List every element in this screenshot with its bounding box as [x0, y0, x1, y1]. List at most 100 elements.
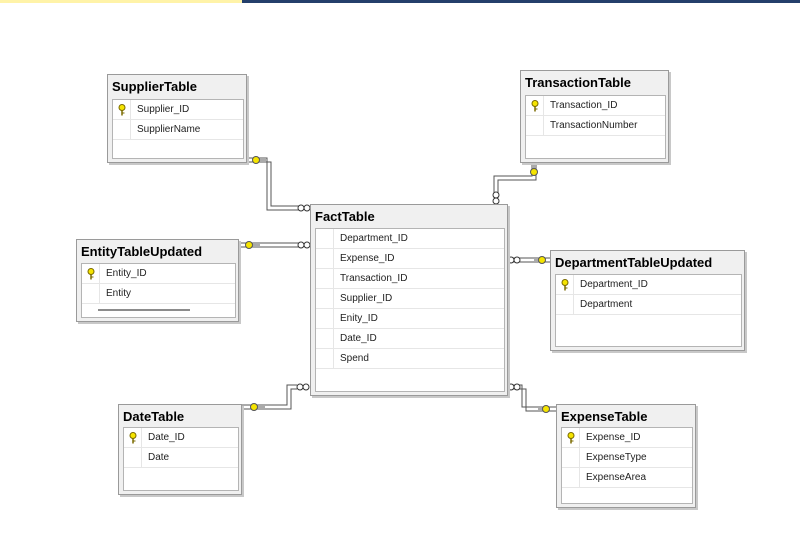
column-name: Supplier_ID [340, 293, 393, 304]
infinity-end-icon [507, 383, 521, 391]
rel-supplier-fact [246, 157, 300, 211]
row-gutter [562, 468, 580, 487]
table-transaction[interactable]: TransactionTable Transaction_ID Transact… [520, 70, 669, 163]
column-row[interactable]: SupplierName [113, 120, 243, 140]
horizontal-scrollbar[interactable] [98, 309, 190, 311]
row-gutter [316, 349, 334, 368]
infinity-end-icon [297, 241, 311, 249]
column-row[interactable]: TransactionNumber [526, 116, 665, 136]
column-row[interactable]: Supplier_ID [316, 289, 504, 309]
table-department[interactable]: DepartmentTableUpdated Department_ID Dep… [550, 250, 745, 351]
table-title: TransactionTable [525, 75, 631, 90]
column-name: Spend [340, 353, 369, 364]
column-grid: Date_ID Date [123, 427, 239, 491]
column-row[interactable]: ExpenseArea [562, 468, 692, 488]
row-gutter [124, 448, 142, 467]
table-title: DateTable [123, 409, 185, 424]
window-top-bar [242, 0, 800, 3]
column-name: Transaction_ID [550, 100, 618, 111]
key-end-icon [538, 405, 550, 413]
table-supplier[interactable]: SupplierTable Supplier_ID SupplierName [107, 74, 247, 163]
infinity-end-icon [492, 191, 500, 205]
column-name: Transaction_ID [340, 273, 408, 284]
row-gutter [82, 264, 100, 283]
column-grid: Expense_ID ExpenseType ExpenseArea [561, 427, 693, 504]
table-title: DepartmentTableUpdated [555, 255, 713, 270]
rel-date-fact [242, 384, 297, 410]
window-top-accent [0, 0, 242, 3]
table-title: EntityTableUpdated [81, 244, 203, 259]
key-icon [561, 279, 569, 291]
key-end-icon [250, 403, 265, 411]
infinity-end-icon [297, 204, 311, 212]
column-row[interactable]: Department_ID [316, 229, 504, 249]
row-gutter [316, 289, 334, 308]
key-icon [129, 432, 137, 444]
row-gutter [556, 295, 574, 314]
table-title: FactTable [315, 209, 375, 224]
column-row[interactable]: Date_ID [124, 428, 238, 448]
row-gutter [124, 428, 142, 447]
column-row[interactable]: Supplier_ID [113, 100, 243, 120]
row-gutter [562, 448, 580, 467]
column-name: Enity_ID [340, 313, 378, 324]
row-gutter [316, 329, 334, 348]
column-name: Department_ID [580, 279, 648, 290]
column-grid: Supplier_ID SupplierName [112, 99, 244, 159]
column-row[interactable]: Transaction_ID [316, 269, 504, 289]
column-name: Expense_ID [586, 432, 641, 443]
row-gutter [316, 309, 334, 328]
row-gutter [316, 249, 334, 268]
table-date[interactable]: DateTable Date_ID Date [118, 404, 242, 495]
table-entity[interactable]: EntityTableUpdated Entity_ID Entity [76, 239, 239, 322]
column-name: Date [148, 452, 170, 463]
column-row[interactable]: Expense_ID [562, 428, 692, 448]
row-gutter [82, 284, 100, 303]
column-grid: Transaction_ID TransactionNumber [525, 95, 666, 159]
column-row[interactable]: Entity_ID [82, 264, 235, 284]
key-end-icon [534, 256, 546, 264]
column-row[interactable]: Expense_ID [316, 249, 504, 269]
column-name: SupplierName [137, 124, 201, 135]
key-icon [87, 268, 95, 280]
table-title: ExpenseTable [561, 409, 648, 424]
column-row[interactable]: ExpenseType [562, 448, 692, 468]
column-name: Expense_ID [340, 253, 395, 264]
infinity-end-icon [507, 256, 521, 264]
column-name: Department_ID [340, 233, 408, 244]
column-name: Supplier_ID [137, 104, 190, 115]
column-name: Entity_ID [106, 268, 147, 279]
column-row[interactable]: Enity_ID [316, 309, 504, 329]
column-name: ExpenseType [586, 452, 647, 463]
table-title: SupplierTable [112, 79, 197, 94]
row-gutter [113, 120, 131, 139]
row-gutter [113, 100, 131, 119]
key-end-icon [252, 156, 266, 164]
rel-transaction-fact [493, 162, 537, 198]
table-fact[interactable]: FactTable Department_ID Expense_ID Trans… [310, 204, 508, 396]
column-name: Department [580, 299, 633, 310]
table-expense[interactable]: ExpenseTable Expense_ID ExpenseType Expe… [556, 404, 696, 508]
row-gutter [556, 275, 574, 294]
column-row[interactable]: Entity [82, 284, 235, 304]
key-icon [567, 432, 575, 444]
infinity-end-icon [296, 383, 310, 391]
column-name: Date_ID [340, 333, 377, 344]
column-row[interactable]: Spend [316, 349, 504, 369]
column-row[interactable]: Department_ID [556, 275, 741, 295]
column-row[interactable]: Date [124, 448, 238, 468]
row-gutter [526, 96, 544, 115]
column-name: TransactionNumber [550, 120, 638, 131]
key-end-icon [530, 163, 538, 176]
column-grid: Department_ID Department [555, 274, 742, 347]
column-grid: Entity_ID Entity [81, 263, 236, 318]
key-icon [118, 104, 126, 116]
column-row[interactable]: Transaction_ID [526, 96, 665, 116]
column-row[interactable]: Date_ID [316, 329, 504, 349]
column-name: Entity [106, 288, 132, 299]
column-name: ExpenseArea [586, 472, 647, 483]
column-name: Date_ID [148, 432, 185, 443]
key-icon [531, 100, 539, 112]
column-row[interactable]: Department [556, 295, 741, 315]
